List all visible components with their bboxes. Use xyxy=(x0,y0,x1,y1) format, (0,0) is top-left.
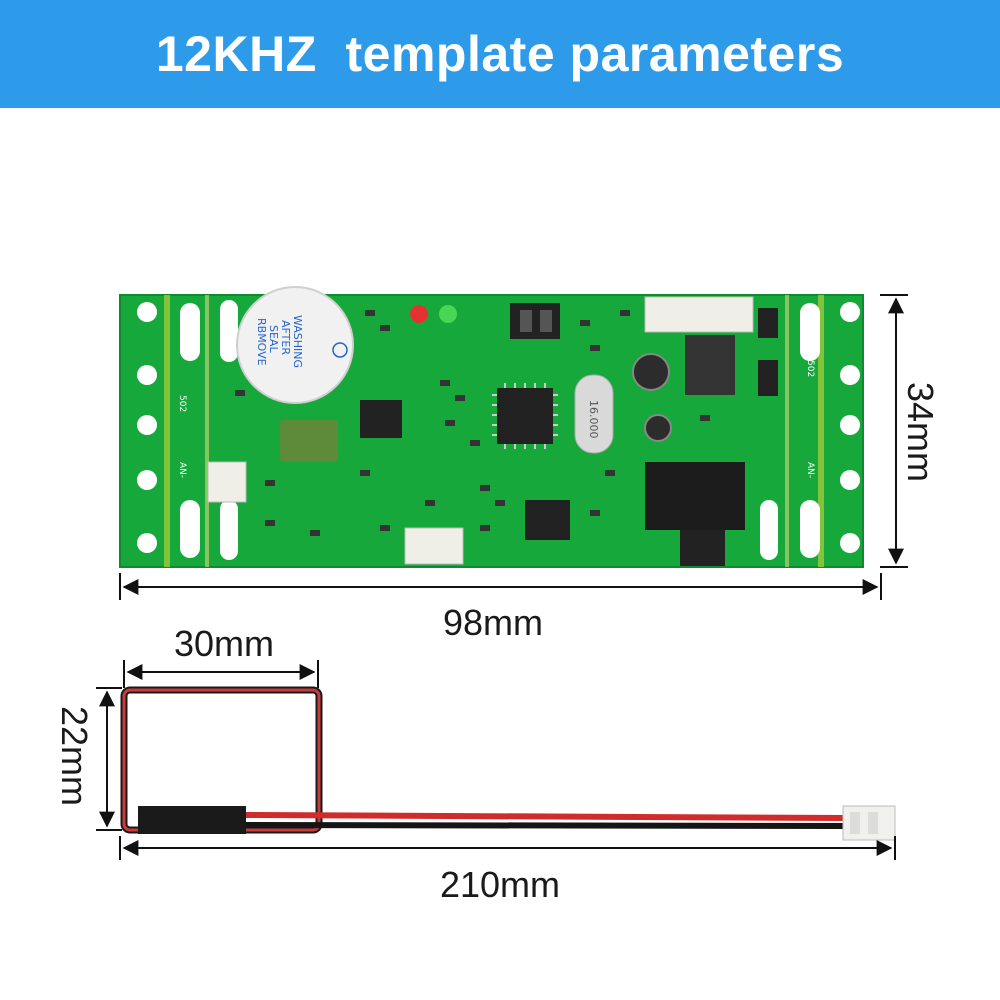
smd-components xyxy=(235,310,710,536)
board-width-label: 98mm xyxy=(443,602,543,643)
board-height-label: 34mm xyxy=(900,382,941,482)
crystal-oscillator: 16.000 xyxy=(574,374,614,454)
right-mounting-holes xyxy=(760,302,860,560)
ic-chip-bottom xyxy=(525,500,570,540)
small-capacitor xyxy=(644,414,672,442)
bottom-connector xyxy=(404,527,464,565)
mcu-chip xyxy=(492,383,558,449)
right-an-label: AN- xyxy=(805,462,815,478)
board-width-dimension: 98mm xyxy=(119,573,882,643)
svg-text:16.000: 16.000 xyxy=(587,400,600,439)
svg-text:AFTER: AFTER xyxy=(279,320,292,355)
svg-text:WASHING: WASHING xyxy=(291,315,304,368)
antenna-connector xyxy=(207,461,247,503)
antenna-cable xyxy=(245,812,846,829)
bottom-header xyxy=(680,530,725,566)
coil-height-dimension: 22mm xyxy=(54,687,122,831)
red-led xyxy=(410,305,428,323)
board-height-dimension: 34mm xyxy=(880,294,941,568)
cable-length-label: 210mm xyxy=(440,864,560,905)
film-capacitor xyxy=(280,420,338,462)
coil-height-label: 22mm xyxy=(54,706,95,806)
left-side-label: 502 xyxy=(177,395,187,412)
relay xyxy=(645,462,745,530)
left-mounting-holes xyxy=(137,300,238,560)
ic-chip-left xyxy=(360,400,402,438)
svg-text:RBMOVE: RBMOVE xyxy=(255,318,268,366)
green-led xyxy=(439,305,457,323)
cable-length-dimension: 210mm xyxy=(119,836,896,905)
coil-width-dimension: 30mm xyxy=(123,623,319,688)
coil-tape-wrap xyxy=(138,806,246,834)
left-an-label: AN- xyxy=(177,462,187,478)
header-banner: 12KHZ template parameters xyxy=(0,0,1000,108)
cable-connector xyxy=(842,805,896,841)
pcb-board: 502 502 AN- AN- RBMOVE SEAL AFTER WASHIN… xyxy=(119,286,864,568)
page-title: 12KHZ template parameters xyxy=(155,26,845,82)
voltage-regulator xyxy=(685,335,735,395)
antenna-coil xyxy=(120,686,323,834)
buzzer: RBMOVE SEAL AFTER WASHING xyxy=(236,286,354,404)
right-side-label: 502 xyxy=(805,360,815,377)
coil-width-label: 30mm xyxy=(174,623,274,664)
top-connector xyxy=(644,296,754,333)
svg-text:SEAL: SEAL xyxy=(267,325,280,353)
electrolytic-capacitor xyxy=(632,353,670,391)
jumper-header xyxy=(510,303,560,339)
